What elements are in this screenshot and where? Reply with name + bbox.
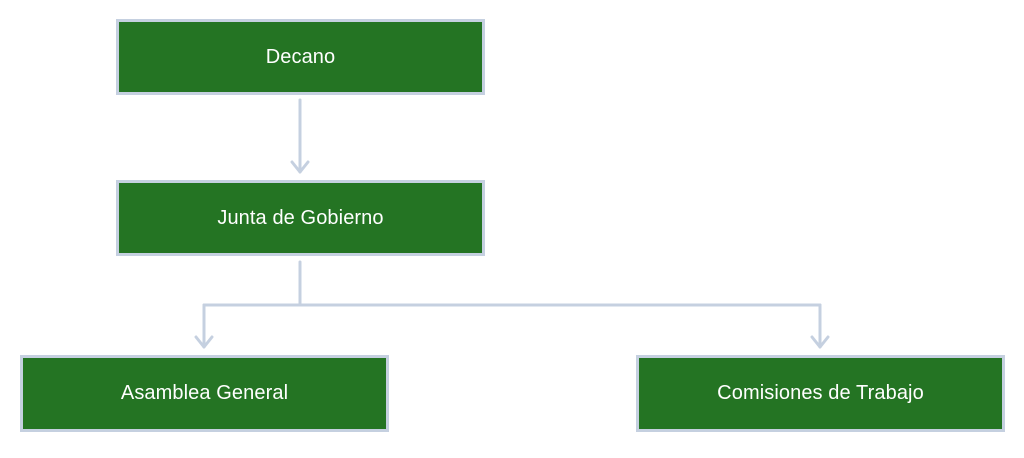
arrowhead-asamblea — [194, 335, 214, 349]
node-junta-label: Junta de Gobierno — [217, 206, 384, 229]
node-decano-label: Decano — [265, 45, 336, 68]
node-decano: Decano — [116, 19, 485, 95]
node-junta-de-gobierno: Junta de Gobierno — [116, 180, 485, 256]
node-asamblea-general: Asamblea General — [20, 355, 389, 432]
arrowhead-junta — [290, 160, 310, 174]
node-comisiones-label: Comisiones de Trabajo — [717, 382, 924, 404]
node-asamblea-label: Asamblea General — [120, 382, 289, 404]
arrowhead-comisiones — [810, 335, 830, 349]
node-comisiones-de-trabajo: Comisiones de Trabajo — [636, 355, 1005, 432]
